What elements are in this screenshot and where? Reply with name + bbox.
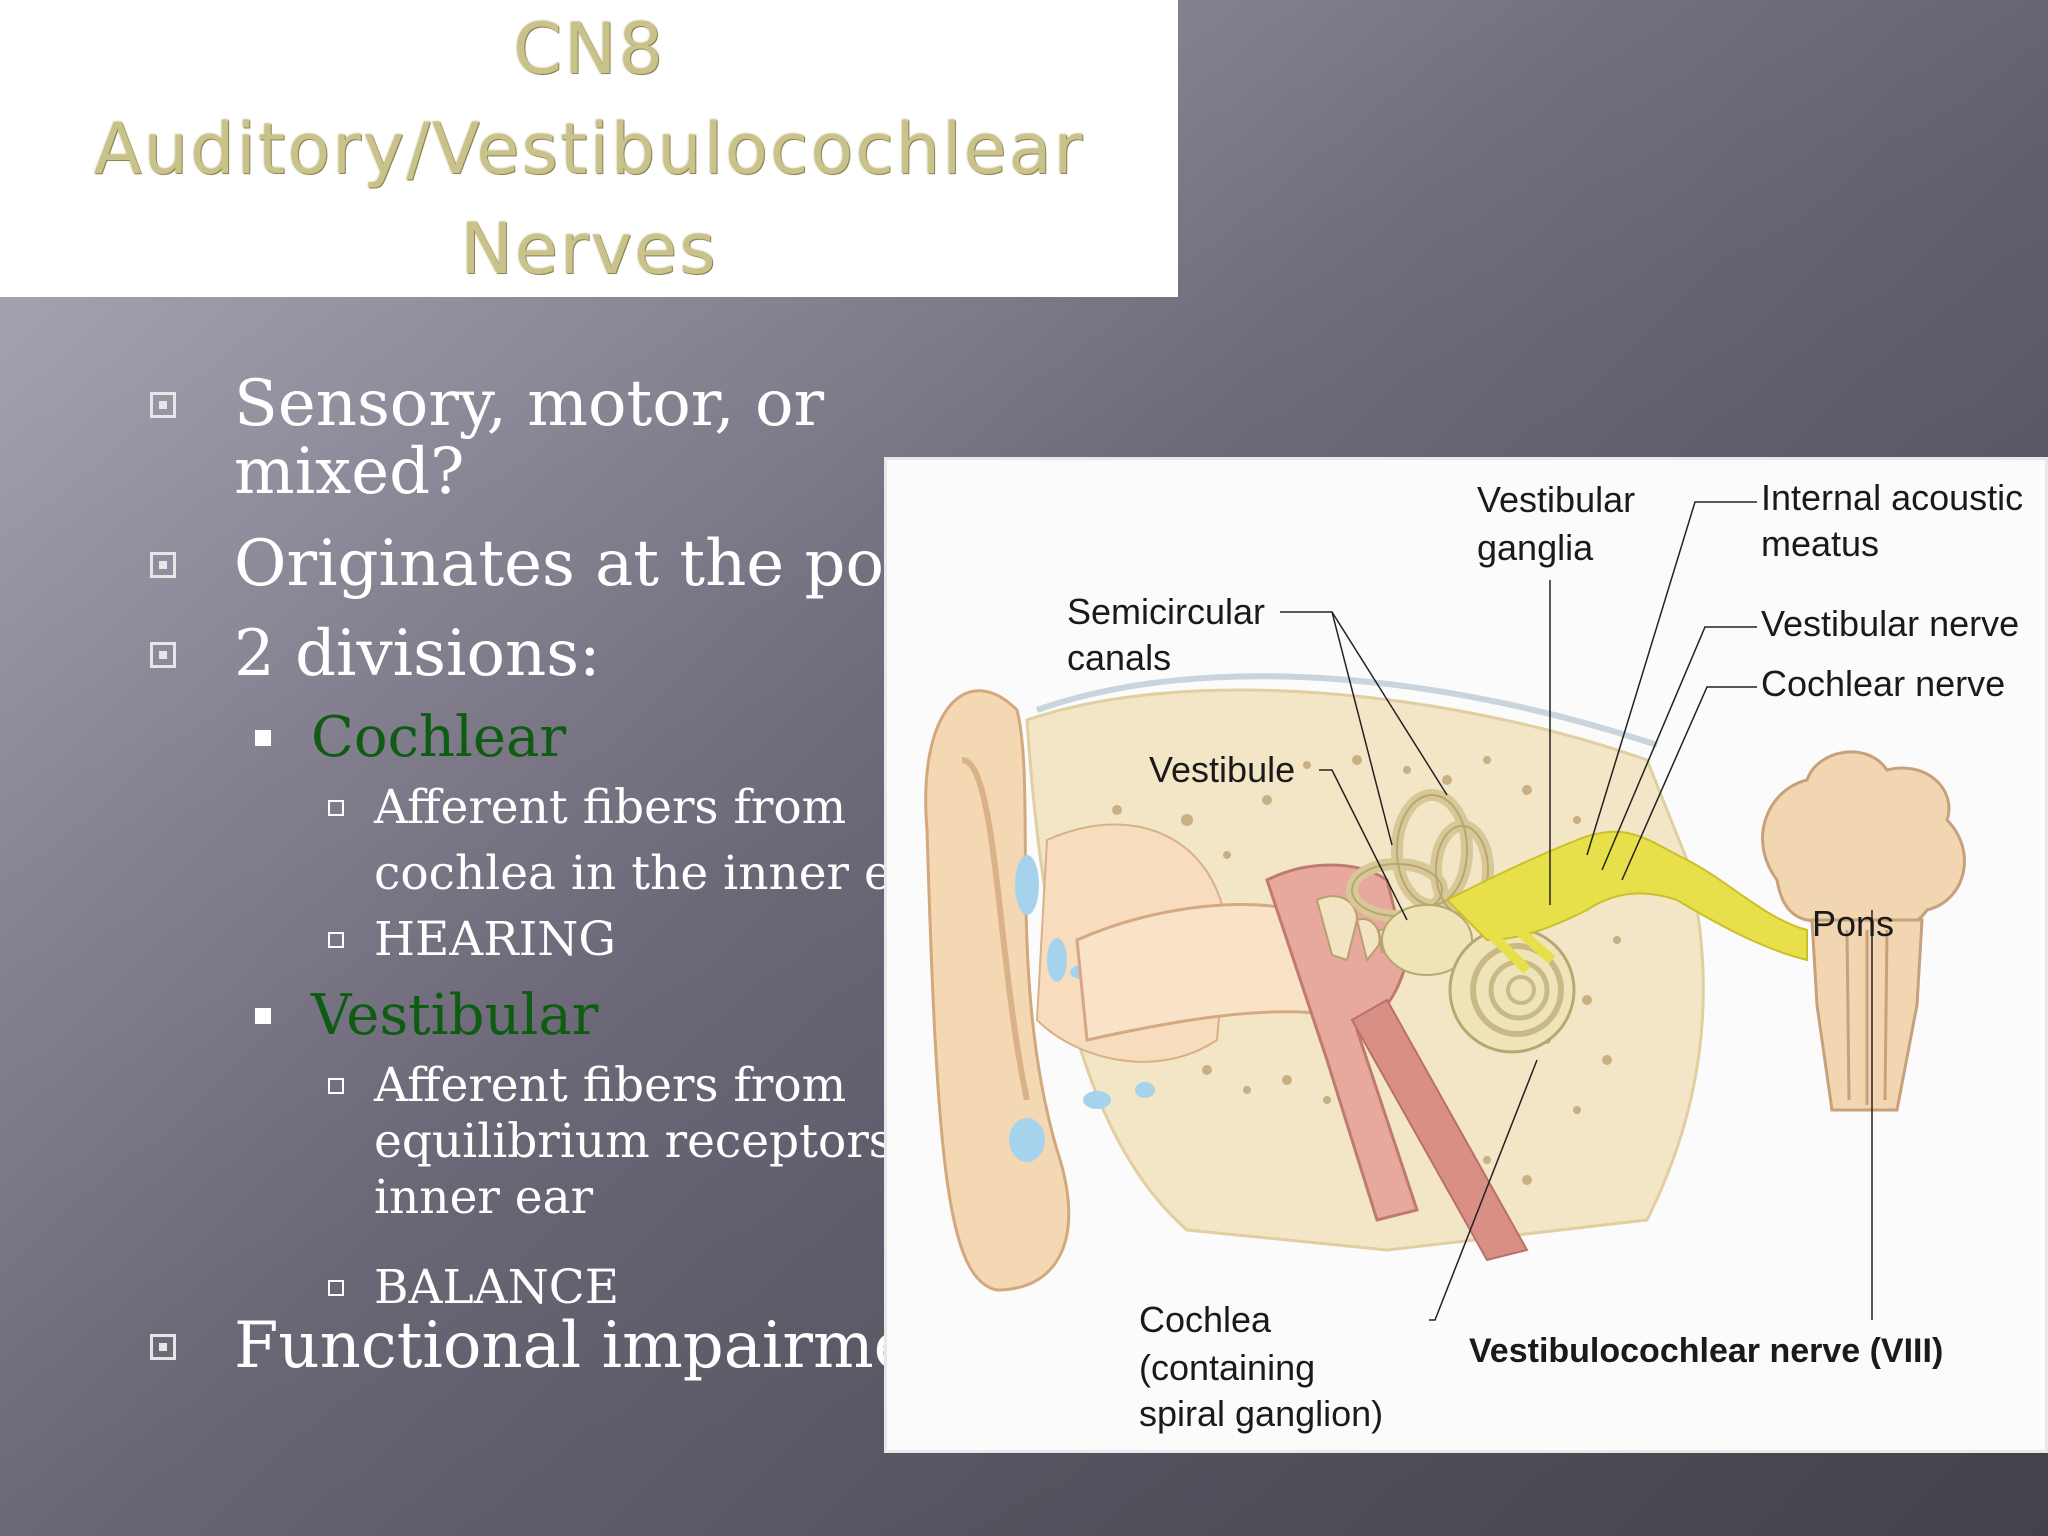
square-bullet-icon bbox=[255, 730, 271, 746]
label-semicircular-2: canals bbox=[1067, 637, 1171, 678]
detail-text: HEARING bbox=[374, 912, 616, 967]
label-vestibule: Vestibule bbox=[1149, 749, 1295, 790]
sub-bullet-cochlear: Cochlear bbox=[255, 708, 566, 768]
bone-surface bbox=[1036, 673, 1658, 748]
square-bullet-icon bbox=[255, 1008, 271, 1024]
bullet-box-icon bbox=[150, 392, 176, 418]
label-pons: Pons bbox=[1812, 903, 1894, 944]
bullet-box-icon bbox=[150, 552, 176, 578]
leader-lines bbox=[1280, 501, 1873, 1321]
hollow-square-bullet-icon bbox=[328, 1078, 344, 1094]
bullet-text: Originates at the pons bbox=[234, 527, 959, 601]
cochlea bbox=[1448, 926, 1576, 1054]
bullet-sensory: Sensory, motor, or mixed? bbox=[150, 370, 824, 506]
detail-cochlear-afferent: Afferent fibers from cochlea in the inne… bbox=[328, 780, 942, 902]
detail-text: inner ear bbox=[374, 1170, 594, 1225]
bullet-divisions: 2 divisions: bbox=[150, 620, 601, 688]
sub-heading: Cochlear bbox=[311, 705, 567, 770]
bullet-text: Functional impairment bbox=[234, 1309, 979, 1383]
detail-text: BALANCE bbox=[374, 1260, 620, 1315]
label-cochlea-1: Cochlea bbox=[1139, 1299, 1272, 1340]
detail-vestibular-afferent: Afferent fibers from equilibrium recepto… bbox=[328, 1058, 953, 1226]
bullet-text: mixed? bbox=[234, 435, 465, 509]
label-cn8: Vestibulocochlear nerve (VIII) bbox=[1469, 1332, 1943, 1370]
detail-text: cochlea in the inner ear bbox=[374, 846, 943, 901]
label-internal-meatus-2: meatus bbox=[1761, 523, 1879, 564]
bullet-impairment: Functional impairment bbox=[150, 1312, 978, 1380]
title-line-2: Auditory/Vestibulocochlear bbox=[93, 107, 1085, 190]
label-semicircular-1: Semicircular bbox=[1067, 591, 1265, 632]
auricle-fold bbox=[961, 757, 1030, 1101]
title-line-1: CN8 bbox=[513, 7, 665, 90]
label-vestibular-ganglia-2: ganglia bbox=[1477, 527, 1594, 568]
bullet-text: Sensory, motor, or bbox=[234, 367, 825, 441]
label-vestibular-ganglia-1: Vestibular bbox=[1477, 479, 1635, 520]
detail-text: equilibrium receptors in bbox=[374, 1114, 954, 1169]
title-box: CN8 Auditory/Vestibulocochlear Nerves bbox=[0, 0, 1178, 297]
detail-balance: BALANCE bbox=[328, 1260, 619, 1316]
bullet-box-icon bbox=[150, 1334, 176, 1360]
vestibulocochlear-nerve bbox=[1445, 830, 1808, 962]
label-internal-meatus-1: Internal acoustic bbox=[1761, 477, 2023, 518]
ear-anatomy-figure: Vestibular ganglia Internal acoustic mea… bbox=[884, 457, 2048, 1453]
bullet-box-icon bbox=[150, 642, 176, 668]
label-vestibular-nerve: Vestibular nerve bbox=[1761, 603, 2019, 644]
detail-hearing: HEARING bbox=[328, 912, 616, 968]
bullet-text: 2 divisions: bbox=[234, 617, 601, 691]
sub-heading: Vestibular bbox=[311, 983, 599, 1048]
detail-text: Afferent fibers from bbox=[374, 780, 847, 835]
title-line-3: Nerves bbox=[460, 207, 718, 290]
label-cochlea-3: spiral ganglion) bbox=[1139, 1393, 1383, 1434]
hollow-square-bullet-icon bbox=[328, 932, 344, 948]
ear-anatomy-diagram: Vestibular ganglia Internal acoustic mea… bbox=[887, 460, 2045, 1450]
hollow-square-bullet-icon bbox=[328, 1280, 344, 1296]
hollow-square-bullet-icon bbox=[328, 800, 344, 816]
label-cochlea-2: (containing bbox=[1139, 1347, 1315, 1388]
sub-bullet-vestibular: Vestibular bbox=[255, 986, 599, 1046]
detail-text: Afferent fibers from bbox=[374, 1058, 847, 1113]
vestibule bbox=[1381, 904, 1473, 976]
bullet-origin: Originates at the pons bbox=[150, 530, 958, 598]
label-cochlear-nerve: Cochlear nerve bbox=[1761, 663, 2005, 704]
